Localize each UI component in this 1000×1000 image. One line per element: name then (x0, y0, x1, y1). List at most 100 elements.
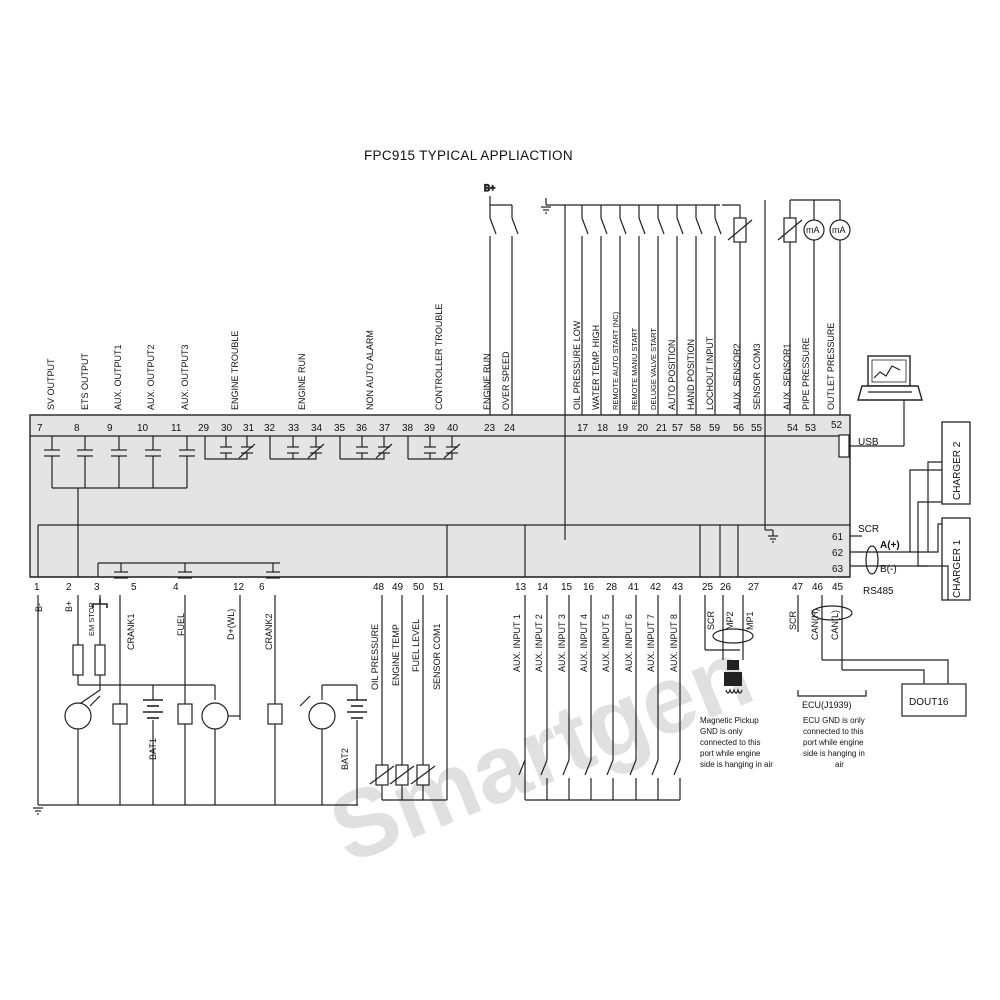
bottom-terminal-labels: B- B+ EM STOP CRANK1 FUEL D+(WL) CRANK2 … (34, 601, 840, 690)
svg-text:DELUGE VALVE START: DELUGE VALVE START (649, 328, 658, 410)
svg-text:CONTROLLER TROUBLE: CONTROLLER TROUBLE (434, 304, 444, 410)
svg-text:32: 32 (264, 423, 276, 434)
controller-panel (29, 414, 851, 578)
svg-text:ETS OUTPUT: ETS OUTPUT (80, 352, 90, 410)
svg-text:AUX. SENSOR1: AUX. SENSOR1 (782, 343, 792, 410)
svg-text:50: 50 (413, 582, 425, 593)
svg-text:B+: B+ (64, 601, 74, 612)
digital-input-switches (541, 198, 722, 540)
svg-text:21: 21 (656, 423, 668, 434)
fuel-relay (177, 703, 193, 725)
crank2-relay (267, 703, 283, 725)
svg-text:35: 35 (334, 423, 346, 434)
svg-text:36: 36 (356, 423, 368, 434)
em-stop-button (92, 598, 108, 608)
svg-text:SENSOR COM3: SENSOR COM3 (752, 343, 762, 410)
svg-text:13: 13 (515, 582, 527, 593)
svg-text:ENGINE TROUBLE: ENGINE TROUBLE (230, 331, 240, 410)
diagram-title: FPC915 TYPICAL APPLIACTION (364, 148, 573, 163)
svg-text:23: 23 (484, 423, 496, 434)
charger-2: CHARGER 2 (941, 421, 971, 505)
charger-1: CHARGER 1 (941, 517, 971, 601)
svg-text:51: 51 (433, 582, 445, 593)
svg-text:39: 39 (424, 423, 436, 434)
svg-text:LOCHOUT INPUT: LOCHOUT INPUT (705, 336, 715, 410)
svg-text:SENSOR COM1: SENSOR COM1 (432, 623, 442, 690)
svg-text:59: 59 (709, 423, 721, 434)
svg-text:55: 55 (751, 423, 763, 434)
svg-text:A(+): A(+) (880, 540, 900, 551)
usb-label: USB (858, 437, 879, 448)
battery-1: BAT1 (143, 699, 163, 760)
svg-text:ENGINE RUN: ENGINE RUN (482, 353, 492, 410)
svg-text:57: 57 (672, 423, 684, 434)
charging-alternator (201, 702, 240, 730)
svg-text:AUX. INPUT 3: AUX. INPUT 3 (557, 614, 567, 672)
svg-text:B(-): B(-) (880, 564, 897, 575)
svg-text:40: 40 (447, 423, 459, 434)
svg-text:30: 30 (221, 423, 233, 434)
ecu-label: ECU(J1939) (802, 700, 852, 710)
svg-text:56: 56 (733, 423, 745, 434)
svg-text:ENGINE TEMP: ENGINE TEMP (391, 624, 401, 686)
svg-text:53: 53 (805, 423, 817, 434)
svg-text:58: 58 (690, 423, 702, 434)
output-relays (44, 436, 195, 489)
svg-text:AUTO POSITION: AUTO POSITION (667, 340, 677, 410)
svg-text:1: 1 (34, 582, 40, 593)
svg-text:MP2: MP2 (725, 611, 735, 630)
svg-text:19: 19 (617, 423, 629, 434)
milliamp-meter-2: mA (829, 219, 851, 241)
svg-text:AUX. INPUT 4: AUX. INPUT 4 (579, 614, 589, 672)
svg-text:8: 8 (74, 423, 80, 434)
relay-contacts (204, 436, 461, 460)
svg-text:OUTLET PRESSURE: OUTLET PRESSURE (826, 323, 836, 410)
svg-text:BAT1: BAT1 (148, 738, 158, 760)
svg-text:63: 63 (832, 564, 844, 575)
svg-text:42: 42 (650, 582, 662, 593)
svg-text:CRANK1: CRANK1 (126, 613, 136, 650)
svg-text:34: 34 (311, 423, 323, 434)
svg-text:SCR: SCR (788, 610, 798, 630)
svg-text:5: 5 (131, 582, 137, 593)
svg-text:61: 61 (832, 532, 844, 543)
svg-text:CAN(H): CAN(H) (810, 609, 820, 641)
svg-text:DOUT16: DOUT16 (909, 697, 949, 708)
svg-text:17: 17 (577, 423, 589, 434)
svg-text:FUEL LEVEL: FUEL LEVEL (411, 619, 421, 672)
ecu-note: ECU GND is only connected to this port w… (803, 716, 867, 769)
svg-text:WATER TEMP. HIGH: WATER TEMP. HIGH (591, 325, 601, 410)
svg-text:15: 15 (561, 582, 573, 593)
svg-text:B-: B- (34, 603, 44, 612)
svg-text:AUX. INPUT 7: AUX. INPUT 7 (646, 614, 656, 672)
analog-sensors-bottom (369, 595, 448, 801)
svg-text:SCR: SCR (858, 524, 879, 535)
svg-text:62: 62 (832, 548, 844, 559)
svg-text:33: 33 (288, 423, 300, 434)
svg-text:OIL PRESSURE: OIL PRESSURE (370, 624, 380, 690)
svg-text:CRANK2: CRANK2 (264, 613, 274, 650)
svg-text:AUX. INPUT 5: AUX. INPUT 5 (601, 614, 611, 672)
svg-text:AUX. INPUT 1: AUX. INPUT 1 (512, 614, 522, 672)
svg-text:29: 29 (198, 423, 210, 434)
svg-text:27: 27 (748, 582, 760, 593)
svg-text:10: 10 (137, 423, 149, 434)
svg-text:D+(WL): D+(WL) (226, 609, 236, 640)
svg-text:PIPE PRESSURE: PIPE PRESSURE (801, 337, 811, 410)
svg-text:AUX. INPUT 2: AUX. INPUT 2 (534, 614, 544, 672)
svg-text:NON AUTO ALARM: NON AUTO ALARM (365, 330, 375, 410)
svg-text:14: 14 (537, 582, 549, 593)
engine-run-overspeed-contacts: B+ (483, 182, 519, 415)
fuse-b-plus (72, 644, 84, 676)
svg-text:7: 7 (37, 423, 43, 434)
svg-text:AUX. INPUT 6: AUX. INPUT 6 (624, 614, 634, 672)
svg-text:16: 16 (583, 582, 595, 593)
svg-text:49: 49 (392, 582, 404, 593)
svg-text:45: 45 (832, 582, 844, 593)
milliamp-meter-1: mA (803, 219, 825, 241)
panel-internal-wiring (37, 524, 850, 577)
svg-text:SV OUTPUT: SV OUTPUT (46, 358, 56, 410)
svg-text:REMOTE MANU START: REMOTE MANU START (630, 327, 639, 410)
svg-text:11: 11 (171, 423, 182, 434)
svg-text:2: 2 (66, 582, 72, 593)
